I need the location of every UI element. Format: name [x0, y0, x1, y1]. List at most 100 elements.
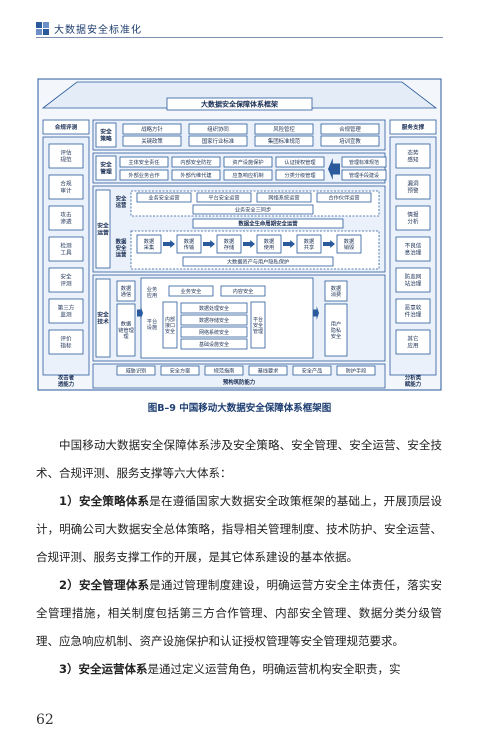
compliance-item: [48, 267, 84, 293]
header-rule: [36, 37, 443, 38]
figure-caption: 图B–9 中国移动大数据安全保障体系框架图: [147, 403, 332, 414]
technology-left-top-label: 数据通信: [121, 284, 131, 298]
operation-lifecycle-band: [192, 218, 344, 229]
text-management: 是通过管理制度建设，明确运营方安全主体责任，落实安全管理措施，相关制度包括第三方…: [36, 578, 443, 648]
service-item-label: 情报分析: [407, 211, 419, 226]
policy-row2-item-label: 集团标准规范: [268, 137, 301, 145]
flow-arrow: [323, 240, 335, 248]
flow-arrow: [163, 240, 175, 248]
technology-label-label: 安全技术: [97, 311, 109, 326]
management-row2-item-label: 外部代维代建: [180, 171, 211, 179]
policy-label: [95, 122, 117, 148]
service-item: [395, 205, 431, 231]
management-row1-item: [275, 156, 325, 168]
policy-label-label: 安全策略: [100, 128, 112, 143]
policy-row1-item: [320, 123, 380, 135]
operation-row1-item: [316, 192, 372, 203]
intro-text: 中国移动大数据安全保障体系涉及安全策略、安全管理、安全运营、安全技术、合规评测、…: [36, 438, 442, 480]
bottom-bar-item-label: 安全方案: [170, 366, 192, 374]
technology-center-mid-item-label: 数据存储安全: [199, 317, 229, 324]
bottom-bar-item: [292, 365, 332, 376]
flow-arrow: [283, 240, 295, 248]
technology-center-mid-item-label: 基础设施安全: [199, 341, 229, 348]
flow-arrow: [203, 240, 215, 248]
compliance-item: [48, 174, 84, 200]
management-side-item: [341, 156, 387, 168]
bottom-bar-item-label: 规范指南: [214, 366, 235, 374]
operation-row1-item: [136, 192, 192, 203]
policy-row1-item: [254, 123, 314, 135]
bottom-bar-item: [336, 365, 376, 376]
bottom-bar-item-label: 安全产品: [302, 366, 323, 374]
policy-row1-item-label: 风险管控: [273, 125, 295, 133]
operation-flow-band: [182, 256, 334, 267]
management-row2-item: [223, 169, 273, 181]
compliance-footer: 攻击者透能力: [58, 374, 75, 388]
management-row2-item: [275, 169, 325, 181]
policy-row1-item-label: 合规管理: [339, 125, 361, 133]
term-operation: 安全运营体系: [78, 662, 148, 676]
bottom-bar-item: [248, 365, 288, 376]
compliance-item-label: 安全评测: [60, 273, 72, 288]
operation-row1-item: [256, 192, 312, 203]
management-side-item-label: 管理手段建设: [349, 172, 379, 179]
text-operation: 是通过定义运营角色，明确运营机构安全职责，实: [147, 662, 401, 676]
technology-arrow: [137, 306, 143, 320]
management-label: [95, 155, 117, 181]
bottom-bar-item-label: 基线要求: [258, 366, 280, 374]
management-row1-item-label: 主体安全责任: [128, 158, 159, 166]
technology-center-top-item-label: 内容安全: [233, 287, 255, 295]
operation-flow-step-label: 数据共享: [304, 237, 314, 251]
management-row1-item: [171, 156, 221, 168]
management-row1-item: [223, 156, 273, 168]
service-item: [395, 143, 431, 169]
bottom-bar-band: 预构筑防能力: [223, 378, 255, 386]
technology-right-mid-label: 用户隐私安全: [331, 320, 342, 340]
management-row2-item: [119, 169, 169, 181]
bottom-bar-item: [116, 365, 156, 376]
operation-flow-step-label: 数据销毁: [344, 237, 354, 251]
operation-flow-step: [336, 234, 362, 254]
technology-label: [95, 278, 111, 358]
service-item-label: 防血网站治理: [405, 273, 422, 288]
service-header-label: 服务支撑: [402, 123, 425, 131]
compliance-item: [48, 298, 84, 324]
compliance-item: [48, 329, 84, 355]
service-item-label: 不良信息治理: [405, 242, 422, 257]
technology-platform-box-label: 平台安全管理: [253, 316, 263, 335]
management-label-label: 安全管理: [100, 161, 112, 176]
service-item: [395, 329, 431, 355]
operation-flow-step: [296, 234, 322, 254]
technology-center-mid-item-label: 数据处理安全: [199, 305, 229, 312]
technology-center-top-label: 业务应用: [147, 285, 157, 299]
item-number: 3）: [59, 662, 79, 676]
term-strategy: 安全策略体系: [78, 494, 150, 508]
service-item-label: 漏洞预警: [407, 180, 419, 195]
operation-flow-step-label: 数据使用: [264, 237, 274, 251]
compliance-item-label: 评估规范: [60, 149, 72, 164]
compliance-item-label: 第三方监测: [58, 304, 75, 319]
service-item: [395, 298, 431, 324]
paragraph-operation: 3）安全运营体系是通过定义运营角色，明确运营机构安全职责，实: [36, 655, 442, 683]
operation-row1-item: [196, 192, 252, 203]
management-row2-item: [171, 169, 221, 181]
technology-center-mid-item: [180, 314, 248, 326]
operation-flow-step-label: 数据存储: [224, 237, 234, 251]
compliance-item: [48, 143, 84, 169]
paragraph-management: 2）安全管理体系是通过管理制度建设，明确运营方安全主体责任，落实安全管理措施，相…: [36, 571, 442, 655]
policy-row2-item-label: 国家行业标准: [202, 137, 235, 145]
policy-row2-item: [254, 135, 314, 147]
operation-row1-band: [192, 204, 314, 215]
policy-row2-item-label: 培训宣教: [339, 137, 361, 145]
compliance-header-label: 合规评测: [55, 123, 78, 131]
technology-interface-box: [162, 301, 178, 349]
service-item: [395, 267, 431, 293]
management-row2-item-label: 应急响应机制: [232, 171, 263, 179]
technology-center-mid-item-label: 网络系统安全: [199, 329, 229, 336]
bottom-bar-item: [160, 365, 200, 376]
operation-row1-item-label: 合作伙伴运营: [328, 193, 359, 201]
compliance-item-label: 合规审计: [60, 180, 72, 195]
intro-paragraph: 中国移动大数据安全保障体系涉及安全策略、安全管理、安全运营、安全技术、合规评测、…: [36, 431, 442, 487]
technology-center-mid-label: 平台设施: [147, 317, 157, 331]
page-number: 62: [36, 712, 54, 728]
